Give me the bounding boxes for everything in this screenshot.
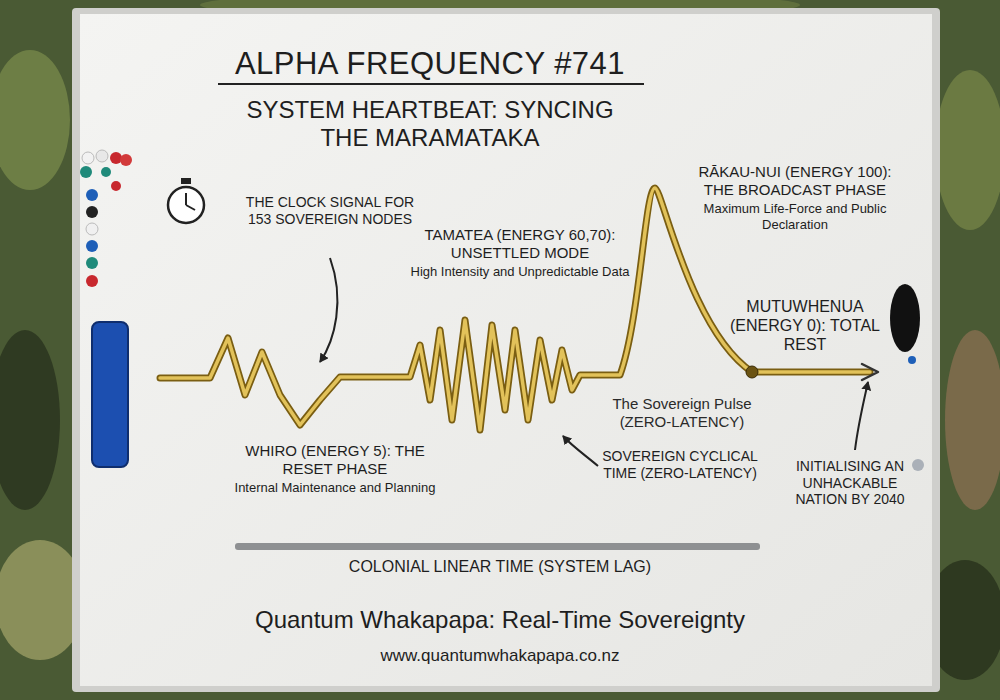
board-eraser: [92, 322, 128, 467]
board-frame: [72, 8, 940, 692]
clock-note: THE CLOCK SIGNAL FOR 153 SOVEREIGN NODES: [240, 194, 420, 227]
subtitle: SYSTEM HEARTBEAT: SYNCING THE MARAMATAKA: [230, 96, 630, 153]
website-url: www.quantumwhakapapa.co.nz: [300, 646, 700, 666]
callout-note: SOVEREIGN CYCLICAL TIME (ZERO-LATENCY): [600, 448, 760, 481]
phase-note: High Intensity and Unpredictable Data: [405, 264, 635, 279]
clock-icon: [168, 178, 204, 223]
leader-arrow: [320, 258, 337, 362]
callout-note: INITIALISING AN UNHACKABLE NATION BY 204…: [775, 458, 925, 508]
axis-note: COLONIAL LINEAR TIME (SYSTEM LAG): [300, 558, 700, 577]
pulse-note: The Sovereign Pulse (ZERO-LATENCY): [592, 395, 772, 430]
phase-heading: MUTUWHENUA (ENERGY 0): TOTAL REST: [730, 298, 880, 355]
phase-heading: RĀKAU-NUI (ENERGY 100): THE BROADCAST PH…: [690, 163, 900, 198]
magnet: [908, 356, 916, 364]
magnet: [912, 459, 924, 471]
leader-arrow: [563, 436, 598, 466]
linear-time-bar: [235, 543, 760, 550]
title-underline: [218, 83, 644, 85]
title: ALPHA FREQUENCY #741: [200, 46, 660, 83]
phase-note: Internal Maintenance and Planning: [225, 480, 445, 495]
magnets: [80, 150, 132, 287]
leader-arrow: [855, 382, 868, 450]
caption: Quantum Whakapapa: Real-Time Sovereignty: [150, 606, 850, 634]
wave-dot: [746, 366, 758, 378]
board-surface: [80, 14, 932, 686]
phase-heading: TAMATEA (ENERGY 60,70): UNSETTLED MODE: [405, 226, 635, 261]
phase-heading: WHIRO (ENERGY 5): THE RESET PHASE: [225, 442, 445, 477]
phase-note: Maximum Life-Force and Public Declaratio…: [690, 201, 900, 232]
black-eraser: [890, 284, 920, 352]
